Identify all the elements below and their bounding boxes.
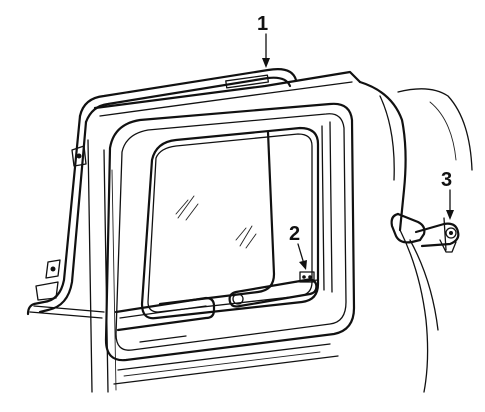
callout-2-label: 2: [289, 223, 300, 245]
callout-3-label: 3: [441, 169, 452, 191]
glass-panel: [140, 121, 333, 320]
callout-1-label: 1: [257, 13, 268, 35]
part-2-striker: [295, 271, 319, 283]
part-1-roof-weatherstrip: [26, 68, 298, 319]
callout-leaders: [262, 33, 454, 270]
part-3-latch: [390, 212, 460, 253]
window-frame: [104, 102, 356, 385]
